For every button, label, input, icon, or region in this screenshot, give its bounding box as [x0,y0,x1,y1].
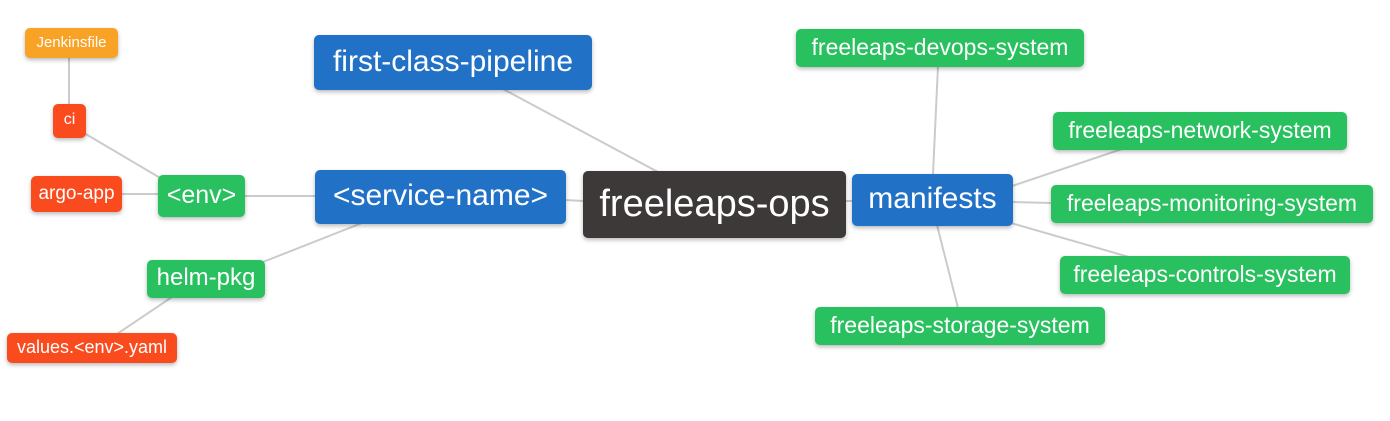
node-label: ci [63,111,76,128]
node-label: helm-pkg [156,264,256,291]
node-label: freeleaps-storage-system [830,311,1090,338]
node-label: values.<env>.yaml [16,337,168,357]
node-service-name[interactable]: <service-name> [315,170,566,224]
node-label: freeleaps-network-system [1068,116,1332,143]
edge-manifests-monitoring-system [1011,201,1053,204]
node-freeleaps-storage-system[interactable]: freeleaps-storage-system [815,307,1105,345]
node-label: argo-app [38,182,115,204]
edge-service-name-helm-pkg [262,222,363,263]
node-label: first-class-pipeline [332,44,574,78]
edge-ci-env [83,132,163,180]
node-freeleaps-devops-system[interactable]: freeleaps-devops-system [796,29,1084,67]
node-values-env-yaml[interactable]: values.<env>.yaml [7,333,177,363]
node-env[interactable]: <env> [158,175,245,217]
edge-manifests-controls-system [1010,222,1130,258]
edge-manifests-storage-system [936,224,959,309]
node-freeleaps-network-system[interactable]: freeleaps-network-system [1053,112,1347,150]
node-helm-pkg[interactable]: helm-pkg [147,260,265,298]
edge-devops-system-manifests [932,65,939,175]
node-freeleaps-controls-system[interactable]: freeleaps-controls-system [1060,256,1350,294]
node-argo-app[interactable]: argo-app [31,176,122,212]
node-label: manifests [868,182,997,215]
edge-first-class-pipeline-freeleaps-ops [502,88,659,173]
node-ci[interactable]: ci [53,104,86,138]
node-label: <env> [166,180,237,209]
node-first-class-pipeline[interactable]: first-class-pipeline [314,35,592,90]
node-label: freeleaps-ops [599,182,830,225]
node-label: freeleaps-devops-system [811,33,1069,60]
node-label: Jenkinsfile [36,33,107,51]
node-manifests[interactable]: manifests [852,174,1013,226]
node-freeleaps-monitoring-system[interactable]: freeleaps-monitoring-system [1051,185,1373,223]
node-jenkinsfile[interactable]: Jenkinsfile [25,28,118,58]
node-label: freeleaps-controls-system [1073,260,1337,287]
edge-manifests-network-system [1011,148,1123,187]
edge-service-name-freeleaps-ops [564,199,585,202]
node-label: <service-name> [332,179,549,212]
node-label: freeleaps-monitoring-system [1066,189,1358,216]
edge-helm-pkg-values-env-yaml [116,296,173,335]
node-freeleaps-ops-root[interactable]: freeleaps-ops [583,171,846,238]
